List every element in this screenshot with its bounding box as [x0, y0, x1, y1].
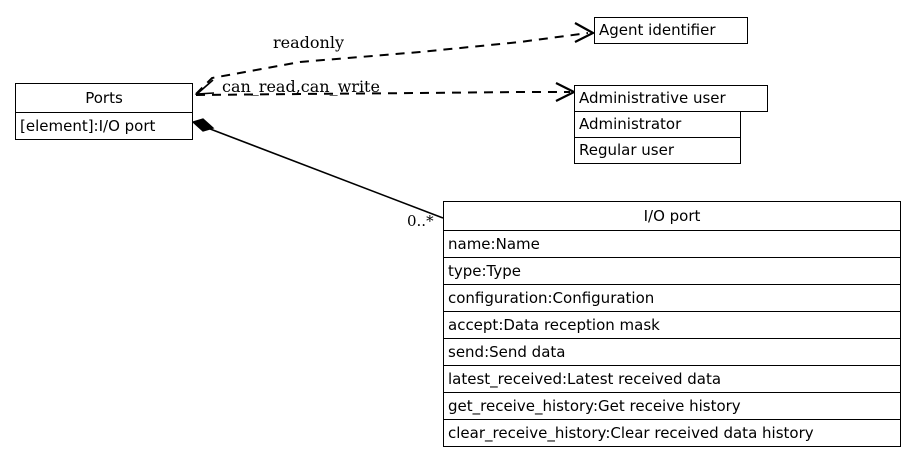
class-attribute-accept: accept:Data reception mask	[443, 311, 901, 339]
class-attribute-name: name:Name	[443, 230, 901, 258]
class-box-ports[interactable]: Ports [element]:I/O port	[15, 83, 193, 140]
class-attribute-configuration: configuration:Configuration	[443, 284, 901, 312]
class-box-agent-identifier[interactable]: Agent identifier	[594, 17, 748, 44]
class-box-administrative-user[interactable]: Administrative user Administrator Regula…	[574, 85, 768, 164]
class-attribute-regular-user: Regular user	[574, 137, 741, 164]
class-attribute-latest-received: latest_received:Latest received data	[443, 365, 901, 393]
class-box-io-port[interactable]: I/O port name:Name type:Type configurati…	[443, 201, 901, 447]
class-attribute-get-receive-history: get_receive_history:Get receive history	[443, 392, 901, 420]
class-attribute-administrator: Administrator	[574, 111, 741, 138]
class-attribute-send: send:Send data	[443, 338, 901, 366]
edge-label-multiplicity: 0..*	[407, 212, 434, 230]
class-name-agent-identifier: Agent identifier	[594, 17, 748, 44]
class-name-ports: Ports	[15, 83, 193, 113]
class-name-administrative-user: Administrative user	[574, 85, 768, 112]
class-attribute-ports-element: [element]:I/O port	[15, 112, 193, 140]
class-attribute-clear-receive-history: clear_receive_history:Clear received dat…	[443, 419, 901, 447]
class-name-io-port: I/O port	[443, 201, 901, 231]
edge-composition	[191, 118, 444, 219]
edge-label-can-read-can-write: can_read,can_write	[222, 77, 380, 96]
class-attribute-type: type:Type	[443, 257, 901, 285]
composition-diamond-icon	[191, 118, 215, 132]
edge-label-readonly: readonly	[273, 33, 344, 52]
